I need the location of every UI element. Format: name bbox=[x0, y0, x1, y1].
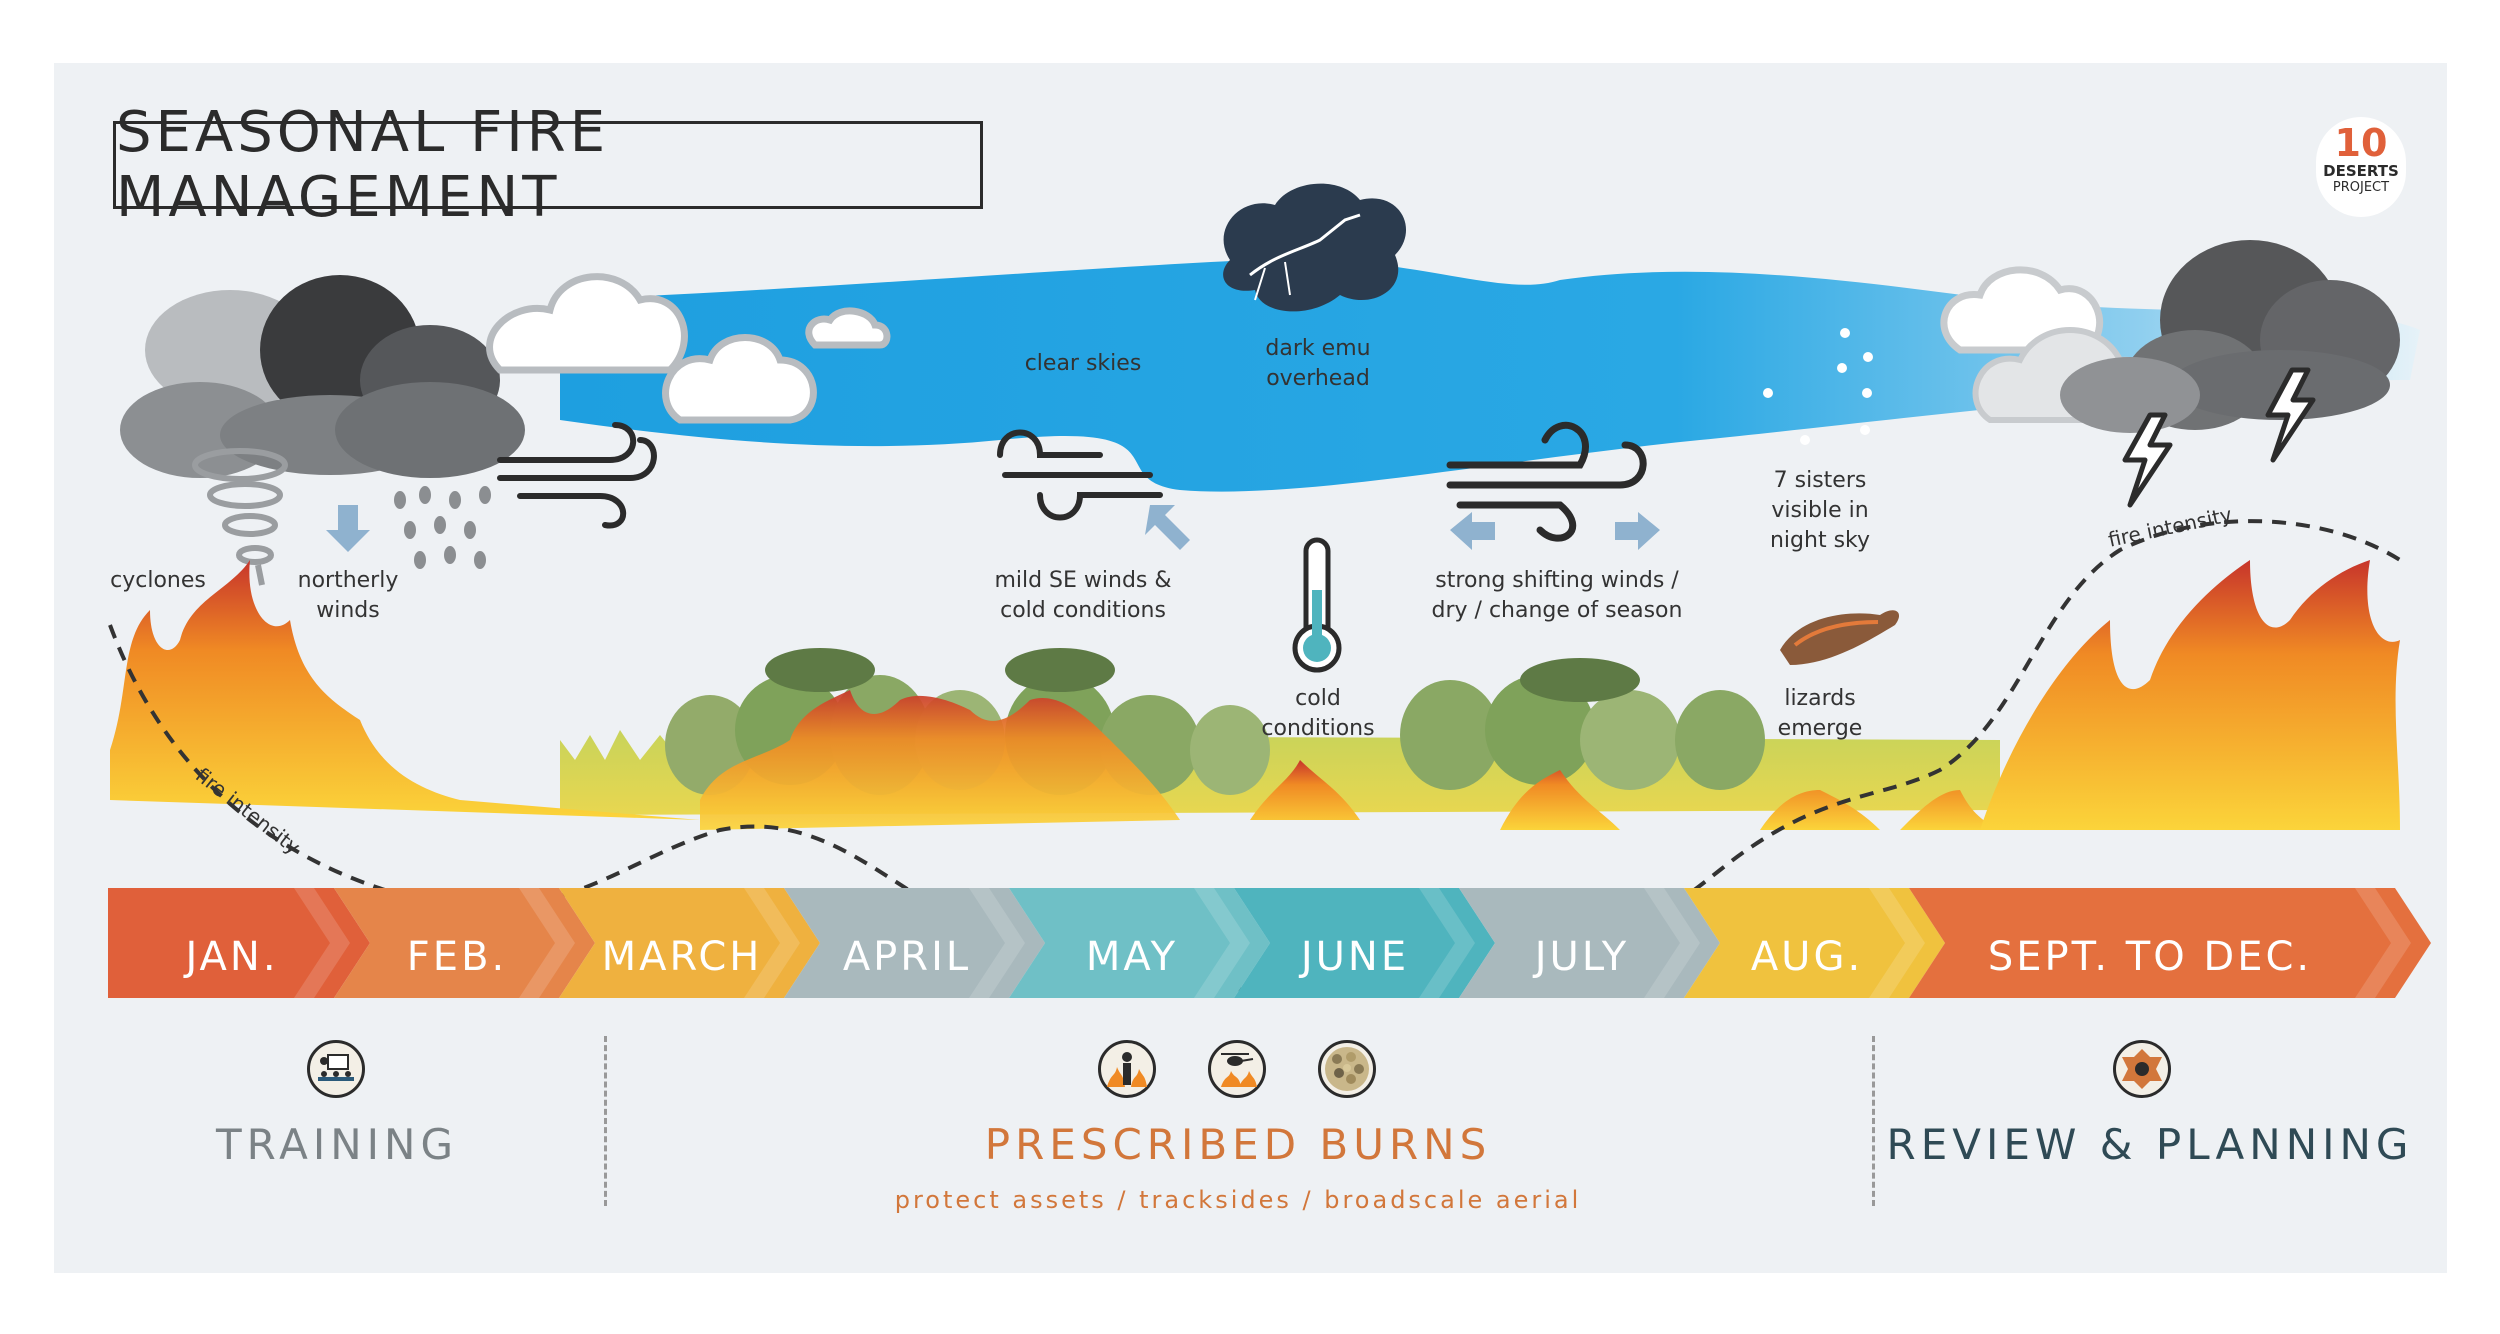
label-northerly-line2: winds bbox=[316, 598, 380, 623]
flames-small bbox=[1250, 760, 2000, 830]
month-chevron bbox=[559, 888, 820, 998]
cyclone-icon bbox=[192, 448, 288, 586]
storm-clouds-right bbox=[1940, 240, 2400, 433]
label-cold-line2: conditions bbox=[1261, 716, 1375, 741]
white-clouds-left bbox=[486, 273, 891, 424]
burn-mosaic-icon bbox=[1318, 1040, 1376, 1098]
lizard-icon bbox=[1780, 610, 1900, 665]
month-label: FEB. bbox=[406, 934, 508, 980]
right-arrow-icon bbox=[1615, 512, 1660, 550]
month-chevron bbox=[108, 888, 370, 998]
month-chevron-accent bbox=[1869, 888, 1925, 998]
rain-icon bbox=[394, 486, 491, 569]
label-mild-line2: cold conditions bbox=[1000, 598, 1166, 623]
dark-emu-cloud bbox=[1223, 183, 1407, 312]
month-chevron-accent bbox=[969, 888, 1025, 998]
month-label: APRIL bbox=[842, 934, 972, 980]
flames-middle bbox=[700, 690, 1180, 830]
label-clear-skies: clear skies bbox=[1024, 351, 1142, 376]
section-prescribed-burns: PRESCRIBED BURNS bbox=[984, 1120, 1492, 1169]
flames-left bbox=[110, 560, 700, 820]
label-sisters-line2: visible in bbox=[1771, 498, 1869, 523]
label-cold-line1: cold bbox=[1295, 686, 1341, 711]
month-chevron bbox=[1234, 888, 1495, 998]
label-lizards-line2: emerge bbox=[1777, 716, 1863, 741]
storm-clouds-left bbox=[120, 275, 525, 478]
month-chevron-accent bbox=[1419, 888, 1475, 998]
month-label: MAY bbox=[1085, 934, 1179, 980]
month-chevron-accent bbox=[1194, 888, 1250, 998]
training-icon bbox=[307, 1040, 365, 1098]
label-dark-emu-line2: overhead bbox=[1266, 366, 1370, 391]
label-sisters-line3: night sky bbox=[1769, 528, 1871, 553]
label-cyclones: cyclones bbox=[110, 568, 206, 593]
helicopter-fire-icon bbox=[1208, 1040, 1266, 1098]
month-label: JAN. bbox=[185, 934, 279, 980]
month-chevron bbox=[1459, 888, 1720, 998]
month-label: JUNE bbox=[1300, 934, 1410, 980]
month-chevron bbox=[1909, 888, 2431, 998]
month-chevron bbox=[334, 888, 595, 998]
down-arrow-icon bbox=[326, 505, 370, 552]
thermometer-icon bbox=[1292, 537, 1342, 673]
month-chevron-accent bbox=[519, 888, 575, 998]
month-chevron-accent bbox=[2355, 888, 2411, 998]
month-chevron-accent bbox=[1644, 888, 1700, 998]
label-strong-line1: strong shifting winds / bbox=[1435, 568, 1679, 593]
prescribed-subtitle: protect assets / tracksides / broadscale… bbox=[894, 1186, 1582, 1214]
month-label: SEPT. TO DEC. bbox=[1987, 934, 2313, 980]
label-dark-emu-line1: dark emu bbox=[1265, 336, 1371, 361]
month-chevron bbox=[1009, 888, 1270, 998]
up-left-arrow-icon bbox=[1145, 505, 1190, 550]
flames-right bbox=[1980, 560, 2400, 830]
label-mild-line1: mild SE winds & bbox=[994, 568, 1172, 593]
label-lizards-line1: lizards bbox=[1784, 686, 1856, 711]
wind-icon-left bbox=[497, 422, 657, 529]
wind-icon-mid bbox=[997, 429, 1163, 521]
wind-icon-right bbox=[1446, 421, 1647, 542]
month-label: MARCH bbox=[601, 934, 763, 980]
logo-line1: DESERTS bbox=[2323, 162, 2399, 180]
left-arrow-icon bbox=[1450, 512, 1495, 550]
month-chevron bbox=[1684, 888, 1945, 998]
review-planning-icon bbox=[2113, 1040, 2171, 1098]
month-label: AUG. bbox=[1750, 934, 1864, 980]
section-divider bbox=[604, 1036, 607, 1206]
person-fire-icon bbox=[1098, 1040, 1156, 1098]
month-chevron-accent bbox=[294, 888, 350, 998]
seven-sisters-stars bbox=[1763, 328, 1873, 445]
label-northerly-line1: northerly bbox=[297, 568, 399, 593]
label-strong-line2: dry / change of season bbox=[1431, 598, 1683, 623]
section-training: TRAINING bbox=[215, 1120, 459, 1169]
month-label: JULY bbox=[1534, 934, 1630, 980]
ten-deserts-logo: 10 DESERTS PROJECT bbox=[2316, 117, 2406, 217]
logo-line2: PROJECT bbox=[2332, 180, 2390, 195]
logo-number: 10 bbox=[2334, 121, 2388, 165]
section-divider bbox=[1872, 1036, 1875, 1206]
month-chevron bbox=[784, 888, 1045, 998]
section-review-planning: REVIEW & PLANNING bbox=[1886, 1120, 2414, 1169]
lightning-icons bbox=[2122, 367, 2316, 508]
month-chevron-accent bbox=[744, 888, 800, 998]
label-sisters-line1: 7 sisters bbox=[1773, 468, 1867, 493]
